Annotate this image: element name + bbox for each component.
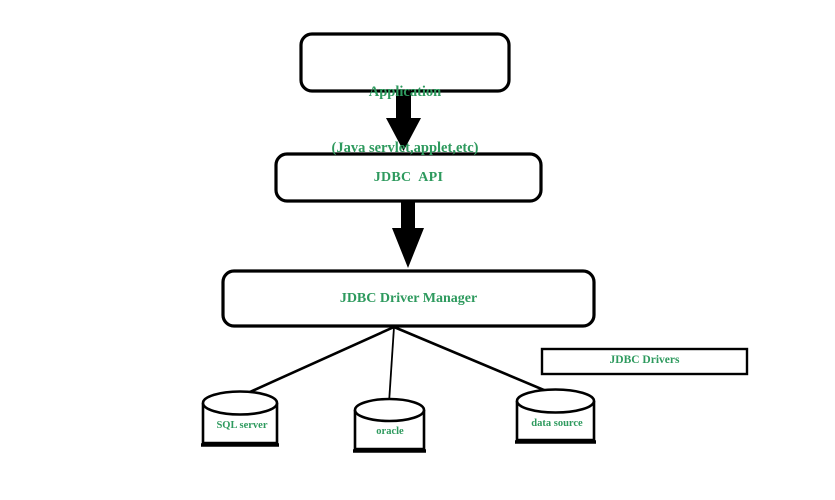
application-box[interactable]	[299, 32, 511, 93]
line-to-oracle	[388, 326, 395, 404]
line-to-data-source	[393, 325, 552, 395]
jdbc-driver-manager-box[interactable]	[221, 269, 596, 328]
oracle-cylinder[interactable]	[353, 397, 426, 453]
arrow-jdbc-api-to-driver-manager	[392, 202, 424, 268]
driver-manager-connectors	[240, 325, 552, 404]
jdbc-api-box[interactable]	[274, 152, 543, 203]
arrow-application-to-jdbc-api	[386, 92, 421, 151]
sql-server-cylinder[interactable]	[201, 390, 279, 447]
jdbc-drivers-box[interactable]	[540, 347, 749, 376]
line-to-sql-server	[240, 325, 395, 398]
data-source-cylinder[interactable]	[515, 388, 596, 444]
